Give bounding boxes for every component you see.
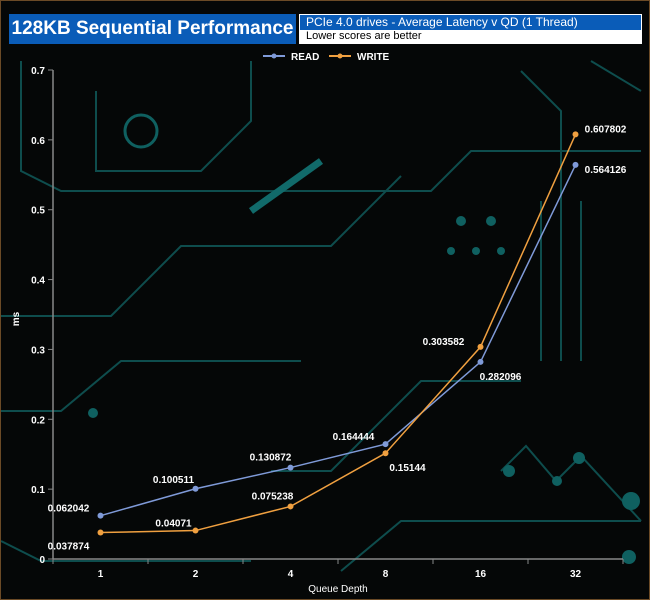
data-point-write	[192, 527, 199, 534]
data-label-read: 0.282096	[480, 372, 522, 383]
y-tick-label: 0.5	[31, 206, 45, 217]
data-label-write: 0.303582	[423, 337, 465, 348]
chart-title: 128KB Sequential Performance	[9, 14, 296, 44]
chart-subtitle-box: PCIe 4.0 drives - Average Latency v QD (…	[299, 14, 642, 44]
x-axis-label: Queue Depth	[308, 584, 368, 595]
data-label-read: 0.100511	[153, 475, 195, 486]
data-point-write	[477, 343, 484, 350]
data-point-write	[97, 529, 104, 536]
data-point-read	[192, 485, 199, 492]
x-tick-label: 2	[193, 569, 199, 580]
y-tick-label: 0.6	[31, 136, 45, 147]
x-tick-label: 8	[383, 569, 389, 580]
data-point-read	[572, 161, 579, 168]
data-label-read: 0.164444	[333, 432, 375, 443]
data-label-write: 0.15144	[389, 463, 426, 474]
legend-read-marker	[271, 53, 277, 59]
data-point-read	[382, 441, 389, 448]
data-label-write: 0.607802	[585, 124, 627, 135]
legend-read-label: READ	[291, 52, 319, 63]
x-tick-label: 16	[475, 569, 487, 580]
y-tick-label: 0.1	[31, 485, 45, 496]
x-tick-label: 4	[288, 569, 294, 580]
data-label-read: 0.130872	[250, 453, 292, 464]
legend-write-marker	[337, 53, 343, 59]
data-point-read	[287, 464, 294, 471]
data-label-read: 0.564126	[585, 165, 627, 176]
y-tick-label: 0.4	[31, 276, 45, 287]
data-point-write	[382, 450, 389, 457]
y-axis-label: ms	[11, 311, 22, 326]
y-tick-label: 0.3	[31, 345, 45, 356]
data-label-write: 0.04071	[155, 519, 192, 530]
y-tick-label: 0.7	[31, 66, 45, 77]
data-point-read	[97, 512, 104, 519]
legend: READ WRITE	[263, 52, 390, 63]
data-label-write: 0.075238	[252, 491, 294, 502]
series-read-line	[100, 164, 577, 517]
data-label-write: 0.037874	[48, 542, 90, 553]
x-tick-label: 32	[570, 569, 582, 580]
legend-write-label: WRITE	[357, 52, 390, 63]
data-label-read: 0.062042	[48, 504, 90, 515]
data-point-write	[572, 131, 579, 138]
data-point-read	[477, 358, 484, 365]
y-tick-label: 0.2	[31, 415, 45, 426]
chart-subtitle: PCIe 4.0 drives - Average Latency v QD (…	[300, 15, 641, 30]
y-tick-label: 0	[39, 555, 45, 566]
series-write-line	[100, 134, 577, 534]
x-tick-label: 1	[98, 569, 104, 580]
data-point-write	[287, 503, 294, 510]
chart-note: Lower scores are better	[300, 30, 641, 43]
